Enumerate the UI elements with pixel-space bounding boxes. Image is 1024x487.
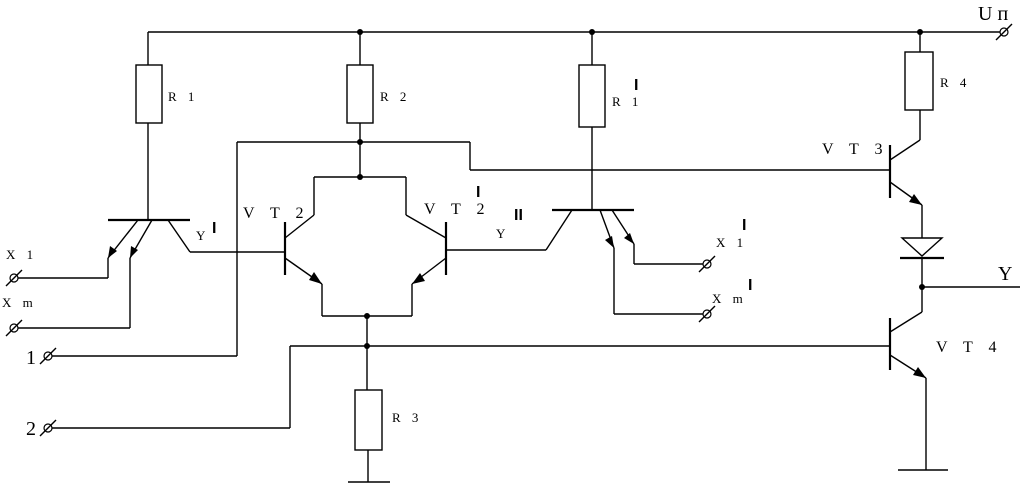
resistor-r1p: [578, 64, 606, 128]
y2-label: Y: [496, 226, 509, 241]
vt4-label: V T 4: [936, 339, 1002, 356]
xmp-label: X m: [712, 291, 747, 306]
vt2-label: V T 2: [243, 205, 309, 222]
vt2p-label: V T 2: [424, 201, 490, 218]
xm-label: X m: [2, 295, 37, 310]
svg-text:I: I: [634, 77, 638, 94]
input-2-label: 2: [26, 418, 36, 440]
x1p-label: X 1: [716, 235, 747, 250]
r4-label: R 4: [940, 75, 970, 90]
svg-text:I: I: [742, 217, 746, 234]
svg-text:I: I: [212, 220, 216, 237]
svg-text:I: I: [476, 184, 480, 201]
vt3-label: V T 3: [822, 141, 888, 158]
diode: [900, 237, 944, 257]
supply-label: U п: [978, 3, 1008, 25]
x1-label: X 1: [6, 247, 37, 262]
resistor-r4: [904, 51, 934, 111]
r2-label: R 2: [380, 89, 410, 104]
svg-text:I: I: [748, 277, 752, 294]
output-y-label: Y: [998, 263, 1012, 285]
input-1-label: 1: [26, 347, 36, 369]
resistor-r2: [346, 64, 374, 124]
svg-text:II: II: [514, 207, 523, 224]
r1-label: R 1: [168, 89, 198, 104]
r1p-label: R 1: [612, 94, 642, 109]
y1-label: Y: [196, 228, 209, 243]
resistor-r1: [135, 64, 163, 124]
r3-label: R 3: [392, 410, 422, 425]
resistor-r3: [354, 389, 383, 451]
